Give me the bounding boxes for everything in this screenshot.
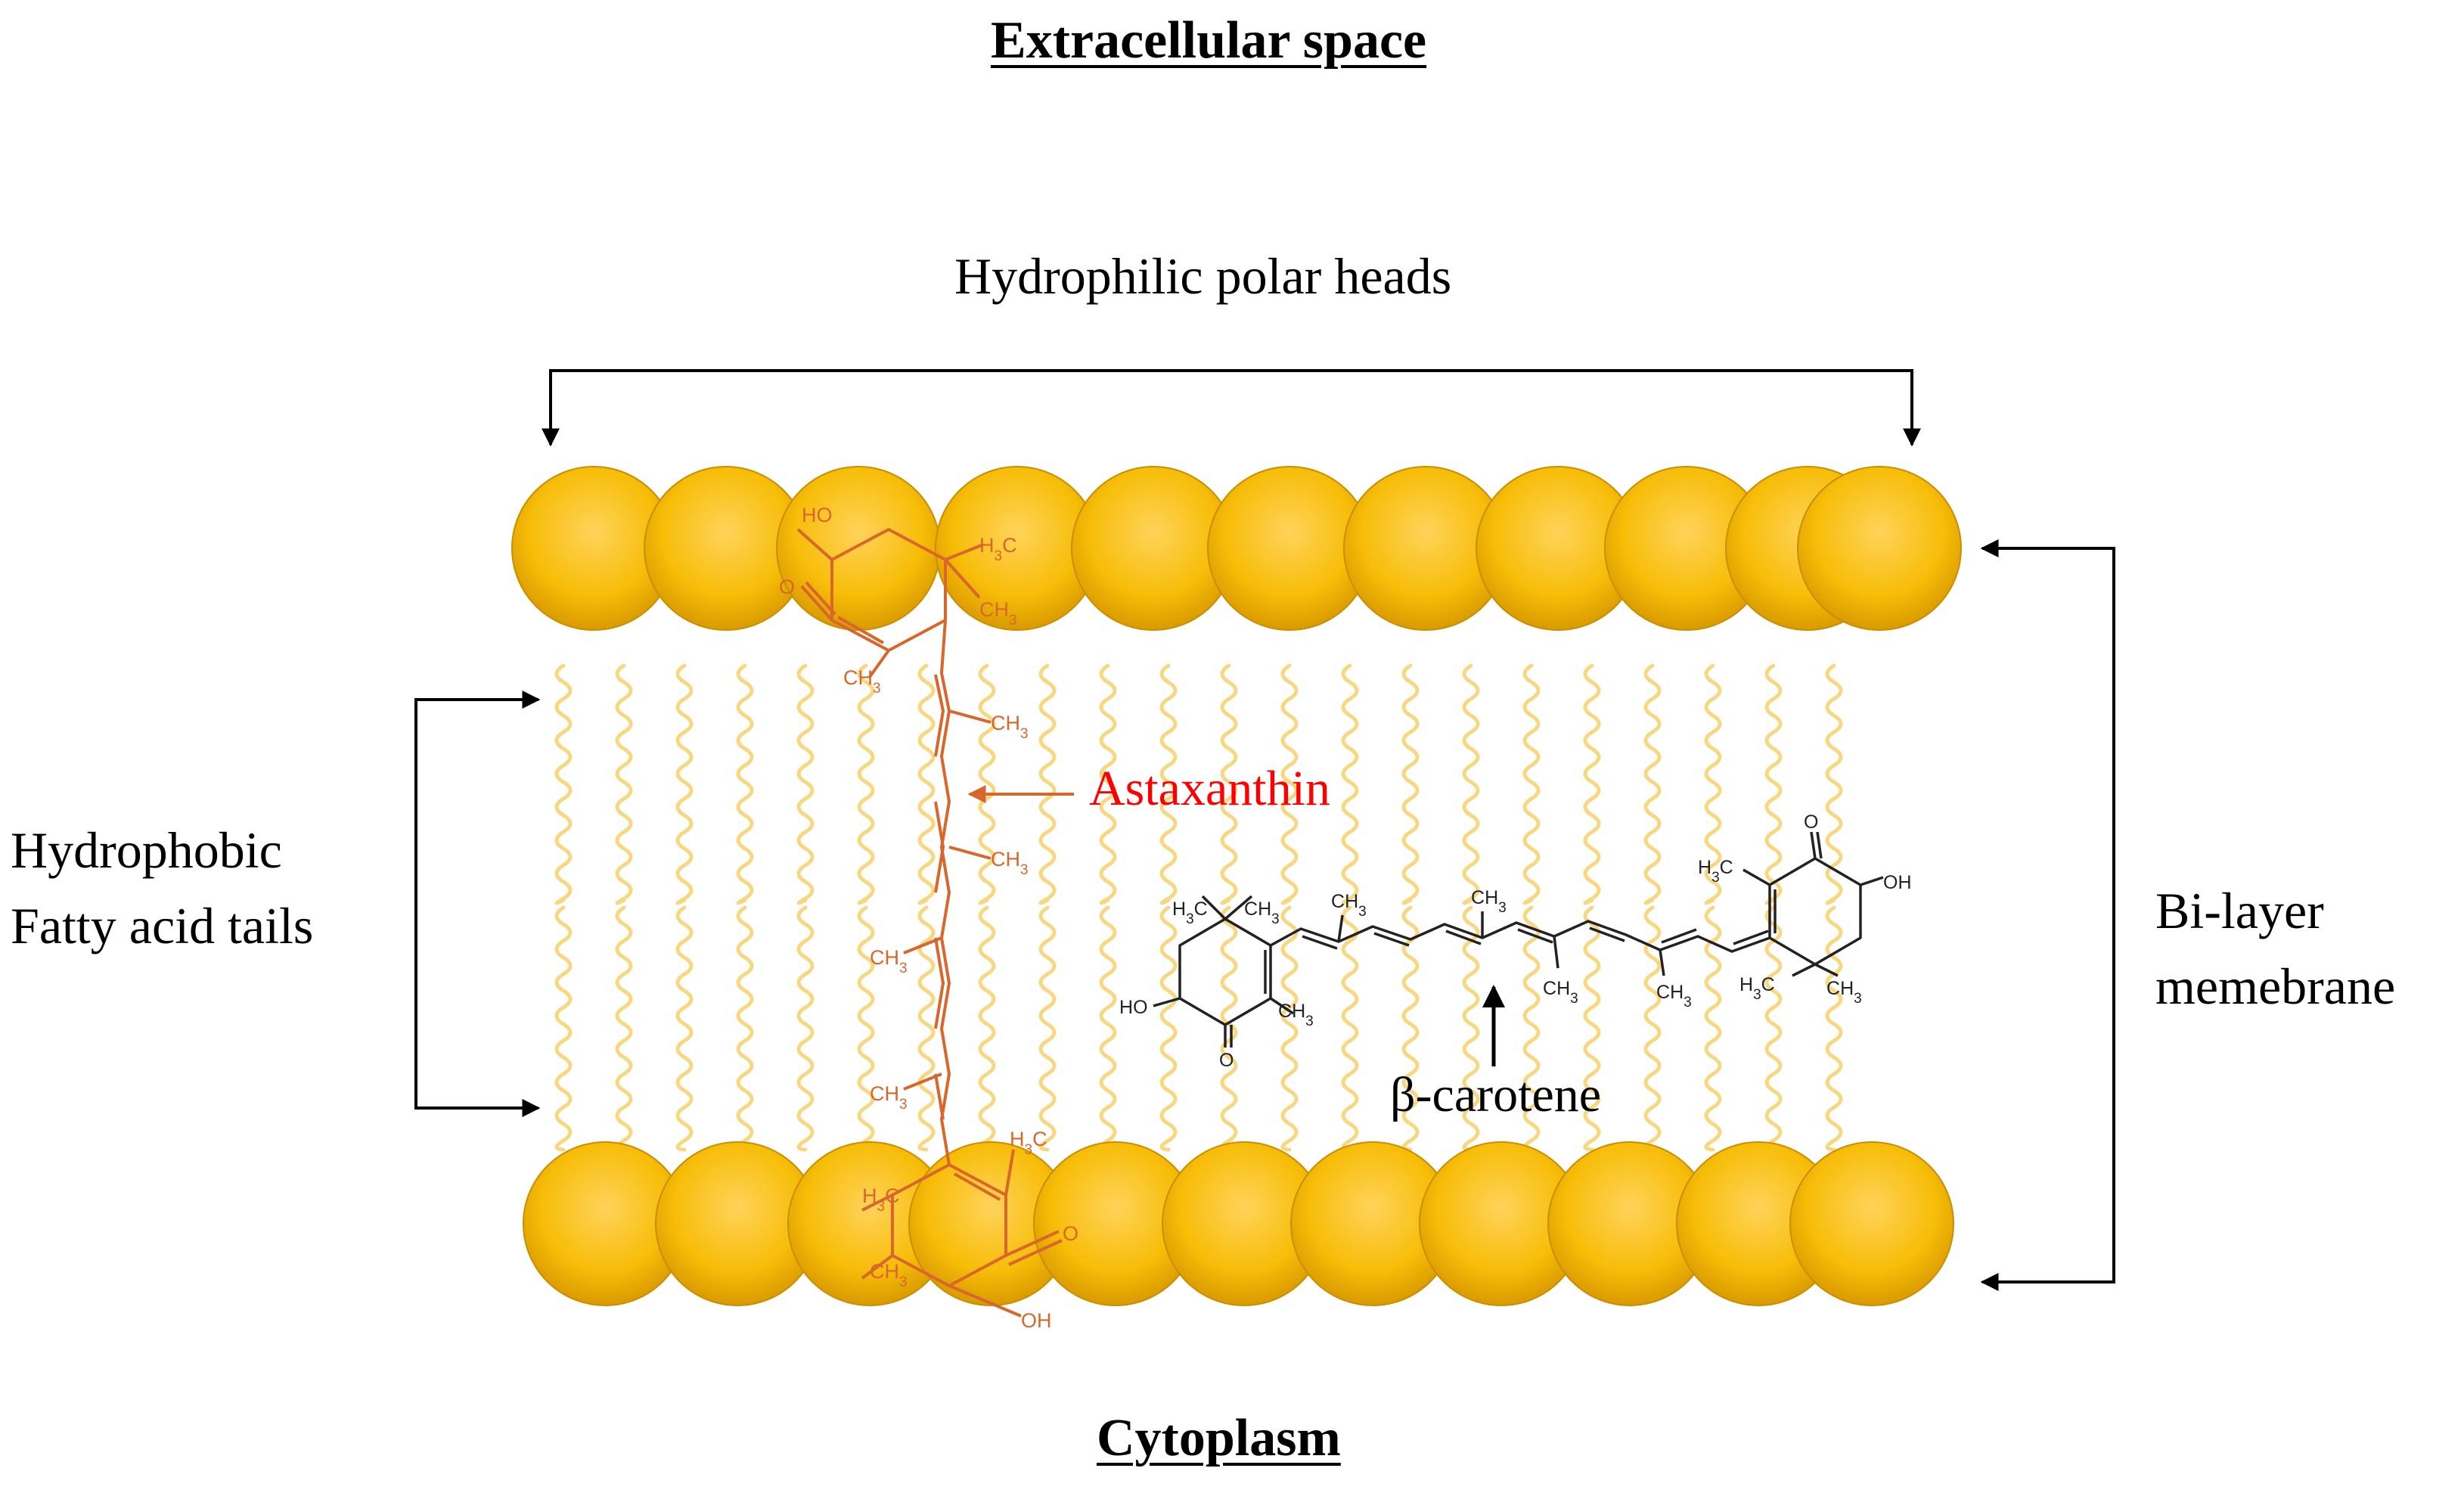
fatty-acid-tail [1764, 905, 1783, 1152]
fatty-acid-tails [554, 663, 1843, 1152]
asta-chain-ch3-2: CH3 [991, 848, 1029, 878]
fatty-acid-tail [796, 663, 815, 905]
fatty-acid-tail [1401, 663, 1420, 905]
caro-ho-label: HO [1119, 997, 1148, 1018]
fatty-acid-tail [1583, 905, 1601, 1152]
fatty-acid-tail [1220, 663, 1238, 905]
fatty-acid-tail [1280, 663, 1299, 905]
fatty-acid-tail [615, 663, 633, 905]
fatty-acid-tail [1462, 905, 1480, 1152]
caro-o-label: O [1219, 1050, 1234, 1071]
caro-right-o: O [1804, 812, 1818, 833]
caro-ch3-label: CH3 [1278, 1001, 1314, 1029]
fatty-acid-tail [1038, 905, 1057, 1152]
caro-chain-ch3-1: CH3 [1331, 891, 1367, 920]
fatty-acid-tail [675, 663, 694, 905]
fatty-acid-tail [1522, 905, 1541, 1152]
fatty-acid-tail [1038, 663, 1057, 905]
fatty-acid-tail [978, 905, 996, 1152]
fatty-acid-tail [1099, 905, 1117, 1152]
caro-chain-ch3-2: CH3 [1471, 887, 1507, 916]
polar-head [776, 466, 941, 631]
hydrophilic-heads-label: Hydrophilic polar heads [954, 247, 1452, 305]
fatty-acid-tail [917, 663, 936, 905]
asta-bottom-o: O [1063, 1222, 1078, 1245]
fatty-acid-tails-label: Fatty acid tails [11, 897, 314, 954]
caro-chain-ch3-3: CH3 [1543, 978, 1578, 1007]
cytoplasm-title: Cytoplasm [1097, 1409, 1341, 1467]
membrane-label: memebrane [2155, 958, 2396, 1015]
fatty-acid-tail [1643, 905, 1662, 1152]
fatty-acid-tail [736, 905, 754, 1152]
fatty-acid-tail [1462, 663, 1480, 905]
caro-right-h3c: H3C [1698, 857, 1733, 886]
fatty-acid-tail [1401, 905, 1420, 1152]
bracket-down-arrows-icon [542, 369, 1921, 447]
polar-head [1797, 466, 1962, 631]
fatty-acid-tail [857, 905, 875, 1152]
asta-chain-ch3-1: CH3 [991, 712, 1029, 742]
asta-bottom-oh: OH [1021, 1309, 1052, 1332]
asta-o-label: O [779, 576, 795, 598]
fatty-acid-tail [554, 905, 573, 1152]
caro-right-ch3: CH3 [1826, 978, 1862, 1007]
caro-right-oh: OH [1883, 872, 1912, 893]
fatty-acid-tail [1643, 663, 1662, 905]
bilayer-label: Bi-layer [2155, 882, 2324, 939]
polar-head [1789, 1141, 1954, 1306]
fatty-acid-tail [978, 663, 996, 905]
fatty-acid-tail [1825, 663, 1843, 905]
astaxanthin-structure [796, 528, 1063, 1318]
fatty-acid-tail [1220, 905, 1238, 1152]
beta-carotene-label: β-carotene [1390, 1067, 1602, 1122]
bottom-polar-heads [523, 1141, 1954, 1306]
fatty-acid-tail [1159, 663, 1178, 905]
fatty-acid-tail [736, 663, 754, 905]
asta-bottom-ch3: CH3 [870, 1260, 908, 1290]
asta-ch3-low-label: CH3 [843, 666, 881, 697]
fatty-acid-tail [1159, 905, 1178, 1152]
fatty-acid-tail [1341, 663, 1359, 905]
top-polar-heads [511, 466, 1962, 631]
asta-bottom-h3c-top: H3C [1010, 1128, 1047, 1158]
fatty-acid-tail [1341, 905, 1359, 1152]
beta-carotene-structure [1153, 831, 1884, 1048]
fatty-acid-tail [857, 663, 875, 905]
fatty-acid-tail [1704, 905, 1722, 1152]
fatty-acid-tail [1522, 663, 1541, 905]
fatty-acid-tail [615, 905, 633, 1152]
bracket-left-arrows-icon [1980, 539, 2115, 1291]
hydrophobic-label: Hydrophobic [11, 821, 282, 879]
asta-ch3-ring-label: CH3 [979, 598, 1017, 629]
asta-bottom-h3c: H3C [862, 1184, 900, 1215]
asta-h3c-label: H3C [979, 534, 1017, 564]
asta-chain-ch3-3: CH3 [870, 946, 908, 976]
extracellular-space-title: Extracellular space [991, 11, 1427, 70]
caro-ch3-top-label: CH3 [1244, 899, 1280, 927]
fatty-acid-tail [675, 905, 694, 1152]
bracket-right-arrows-icon [414, 691, 541, 1117]
astaxanthin-label: Astaxanthin [1089, 761, 1330, 816]
fatty-acid-tail [1764, 663, 1783, 905]
fatty-acid-tail [1583, 663, 1601, 905]
fatty-acid-tail [1280, 905, 1299, 1152]
fatty-acid-tail [1704, 663, 1722, 905]
fatty-acid-tail [1825, 905, 1843, 1152]
caro-h3c-label: H3C [1172, 899, 1208, 927]
fatty-acid-tail [554, 663, 573, 905]
asta-ho-label: HO [802, 504, 833, 526]
asta-chain-ch3-4: CH3 [870, 1082, 908, 1113]
fatty-acid-tail [796, 905, 815, 1152]
caro-right-h3c-low: H3C [1739, 974, 1775, 1003]
fatty-acid-tail [1099, 663, 1117, 905]
caro-chain-ch3-4: CH3 [1656, 982, 1692, 1010]
fatty-acid-tail [917, 905, 936, 1152]
